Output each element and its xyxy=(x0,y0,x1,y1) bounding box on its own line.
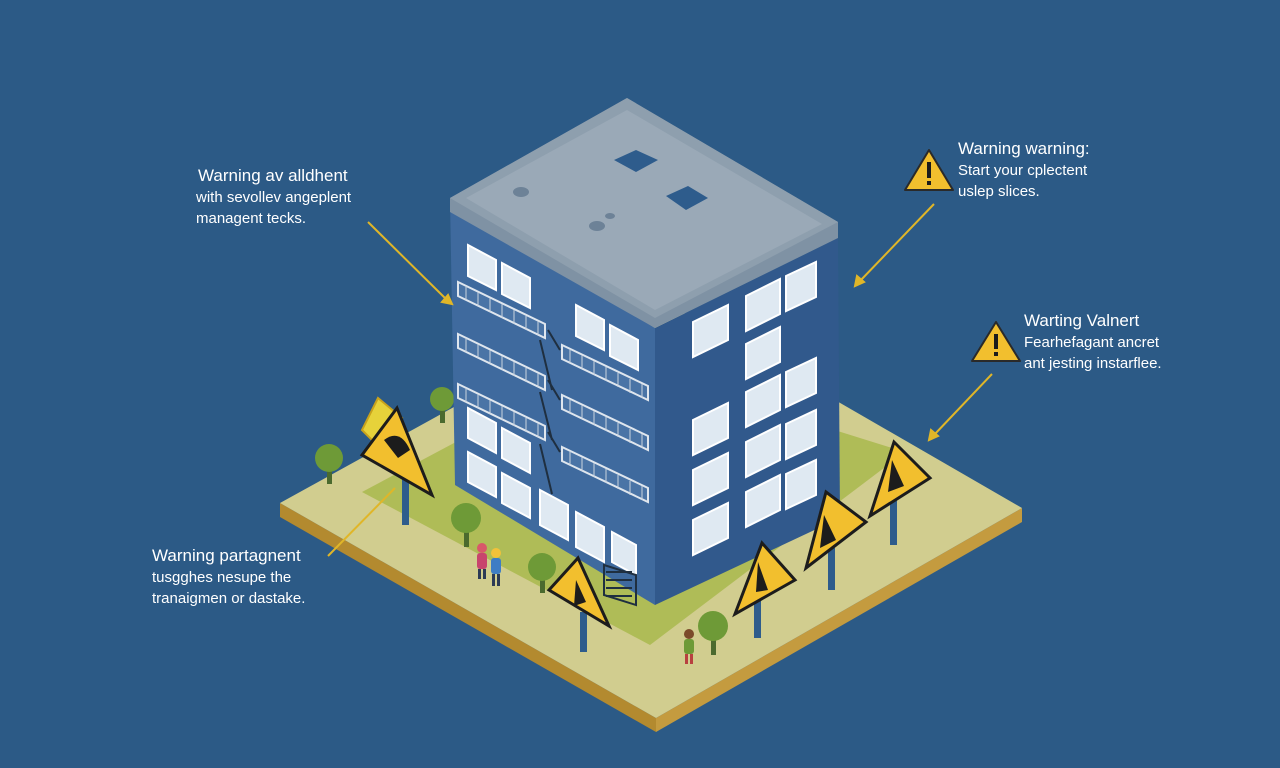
callout-line: tranaigmen or dastake. xyxy=(152,590,306,607)
callout-line: with sevollev angeplent xyxy=(196,189,352,206)
warning-triangle-icon xyxy=(904,149,954,191)
callout-line: ant jesting instarflee. xyxy=(1024,355,1162,372)
trees-back xyxy=(315,387,454,484)
callout-top-right: Warning warning: Start your cplectent us… xyxy=(958,138,1090,202)
slip-hazard-sign-icon xyxy=(803,489,869,590)
callout-line: uslep slices. xyxy=(958,183,1040,200)
dig-hazard-sign-icon xyxy=(359,396,436,525)
road-signs xyxy=(359,396,933,652)
callout-title: Warting Valnert xyxy=(1024,311,1140,330)
apartment-building xyxy=(450,98,840,607)
callout-top-left: Warning av alldhent with sevollev angepl… xyxy=(196,165,352,229)
callout-title: Warning av alldhent xyxy=(198,166,348,185)
callout-line: Start your cplectent xyxy=(958,162,1088,179)
fall-hazard-sign-icon xyxy=(546,555,613,652)
arrow-top-left xyxy=(367,221,454,306)
trees-front xyxy=(451,503,728,655)
callout-line: managent tecks. xyxy=(196,210,307,227)
person-hazard-sign-icon xyxy=(732,540,798,638)
callout-title: Warning partagnent xyxy=(152,546,301,565)
callout-line: Fearhefagant ancret xyxy=(1024,334,1160,351)
arrow-top-right xyxy=(853,203,935,288)
person-icon xyxy=(477,543,487,579)
arrow-mid-right xyxy=(927,373,993,442)
callout-line: tusgghes nesupe the xyxy=(152,569,292,586)
warning-triangle-icon xyxy=(971,321,1021,362)
person-icon xyxy=(491,548,501,586)
callout-mid-right: Warting Valnert Fearhefagant ancret ant … xyxy=(1024,310,1162,374)
callout-title: Warning warning: xyxy=(958,139,1090,158)
callout-arrows xyxy=(327,203,993,557)
climb-hazard-sign-icon xyxy=(867,439,933,545)
person-icon xyxy=(684,629,694,664)
people xyxy=(477,543,694,664)
arrow-bottom-left xyxy=(327,487,396,557)
callout-bottom-left: Warning partagnent tusgghes nesupe the t… xyxy=(152,545,305,609)
